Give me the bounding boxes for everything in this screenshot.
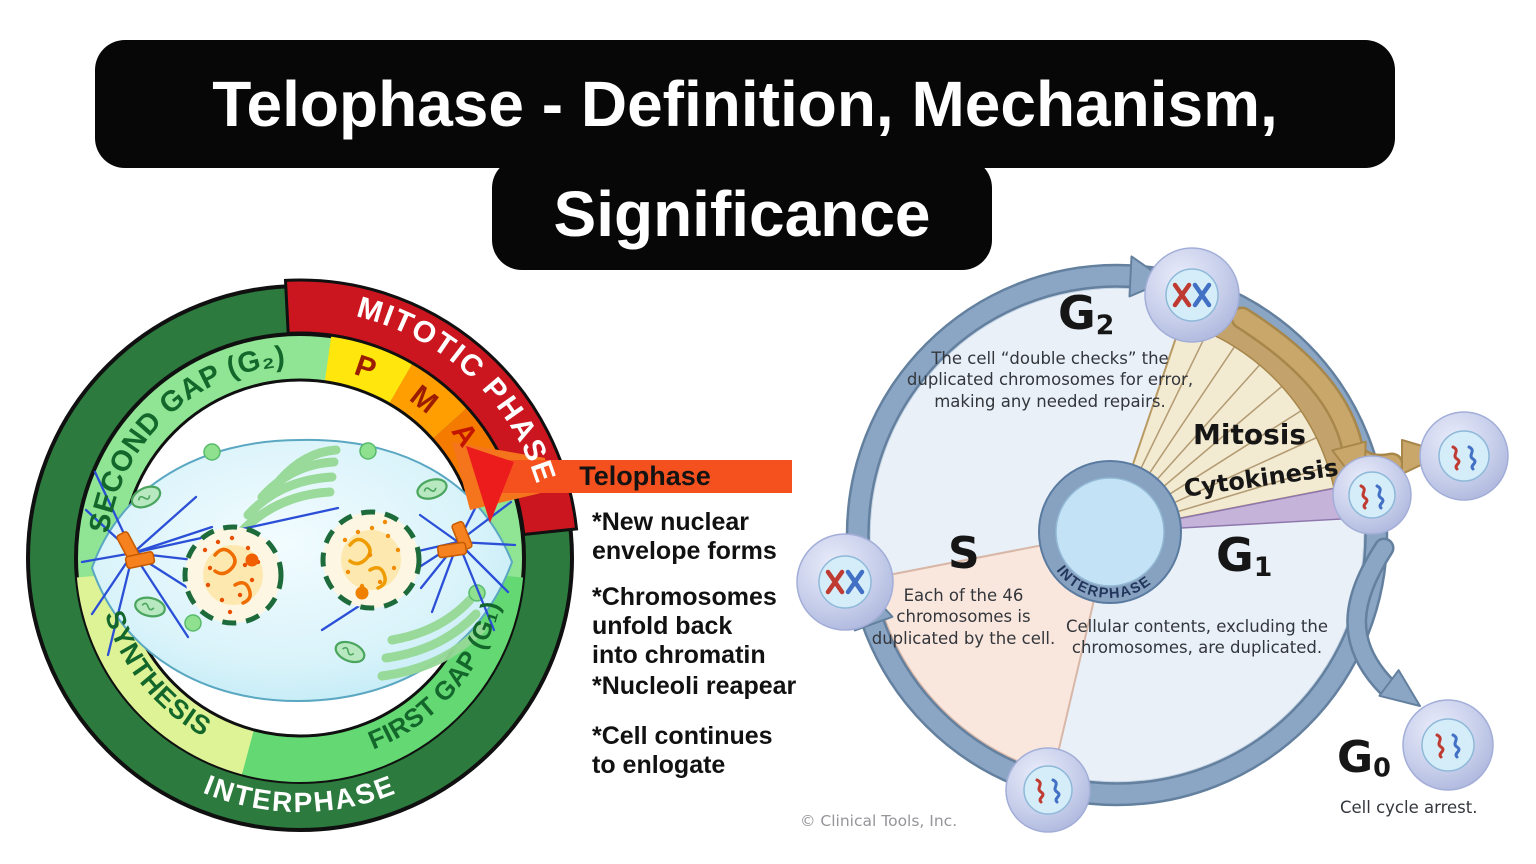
g0-exit-arrow: [1346, 537, 1421, 707]
centriole-left: [116, 531, 156, 569]
g0-phase-description: Cell cycle arrest.: [1340, 798, 1478, 817]
nucleus-right: [320, 509, 422, 611]
mitotic-phase-arc: [283, 278, 579, 537]
page-title-continued: Significance: [553, 178, 931, 250]
g0-cell: [1402, 699, 1494, 791]
g2-checkpoint-cell: [1144, 247, 1240, 343]
left-cell-cycle-diagram: SECOND GAP (G₂) SYNTHESIS FIRST GAP (G₁)…: [26, 278, 792, 832]
bullet-cell-elongates: *Cell continues to enlogate: [592, 722, 773, 779]
telophase-banner: [498, 460, 792, 493]
chromatin-icon: [1435, 733, 1461, 759]
bullet-nucleoli: *Nucleoli reapear: [592, 672, 797, 700]
telophase-pointer-arrowhead: [466, 446, 514, 523]
golgi-apparatus: [233, 445, 487, 681]
g2-phase-description: The cell “double checks” the duplicated …: [906, 349, 1194, 411]
s-phase-label: S: [948, 528, 980, 579]
g1-phase-description: Cellular contents, excluding the chromos…: [1065, 617, 1329, 658]
g2-phase-label: G2: [1058, 286, 1115, 341]
telophase-banner-label: Telophase: [498, 459, 792, 493]
chromatin-icon: [1451, 445, 1477, 471]
daughter-cell-2: [1419, 411, 1509, 501]
nucleolus-right: [355, 586, 369, 600]
g1-cell: [1005, 747, 1091, 833]
interphase-hub: INTERPHASE: [1038, 460, 1182, 604]
banner-text: Telophase: [579, 460, 711, 491]
metaphase-segment: [389, 364, 467, 439]
mitosis-label: Mitosis: [1193, 418, 1307, 451]
title-banner-line2: Significance: [492, 158, 992, 270]
bullet-chromosomes-unfold: *Chromosomes unfold back into chromatin: [592, 583, 777, 669]
g1-phase-label: G1: [1216, 528, 1273, 583]
duplicated-chromosomes-icon: [1172, 282, 1212, 308]
attribution: © Clinical Tools, Inc.: [800, 812, 958, 830]
cell-illustration: [80, 438, 517, 703]
duplicated-chromosomes-icon: [825, 569, 865, 595]
chromatin-icon: [1035, 778, 1061, 804]
s-phase-description: Each of the 46 chromosomes is duplicated…: [871, 586, 1056, 648]
page-title: Telophase - Definition, Mechanism,: [212, 68, 1278, 140]
bullet-nuclear-envelope: *New nuclear envelope forms: [592, 508, 777, 565]
title-banner-line1: Telophase - Definition, Mechanism,: [95, 40, 1395, 168]
centriole-right: [436, 520, 473, 559]
daughter-cell-1: [1332, 455, 1412, 535]
nucleus-left: [182, 524, 284, 626]
nucleolus-left: [245, 553, 259, 567]
mitochondria: [130, 478, 448, 664]
chromatin-icon: [1359, 484, 1385, 510]
g0-phase-label: G0: [1337, 732, 1391, 784]
vesicles: [184, 442, 486, 632]
s-phase-cell: [796, 533, 894, 631]
right-cell-cycle-diagram: INTERPHASE: [796, 247, 1509, 833]
